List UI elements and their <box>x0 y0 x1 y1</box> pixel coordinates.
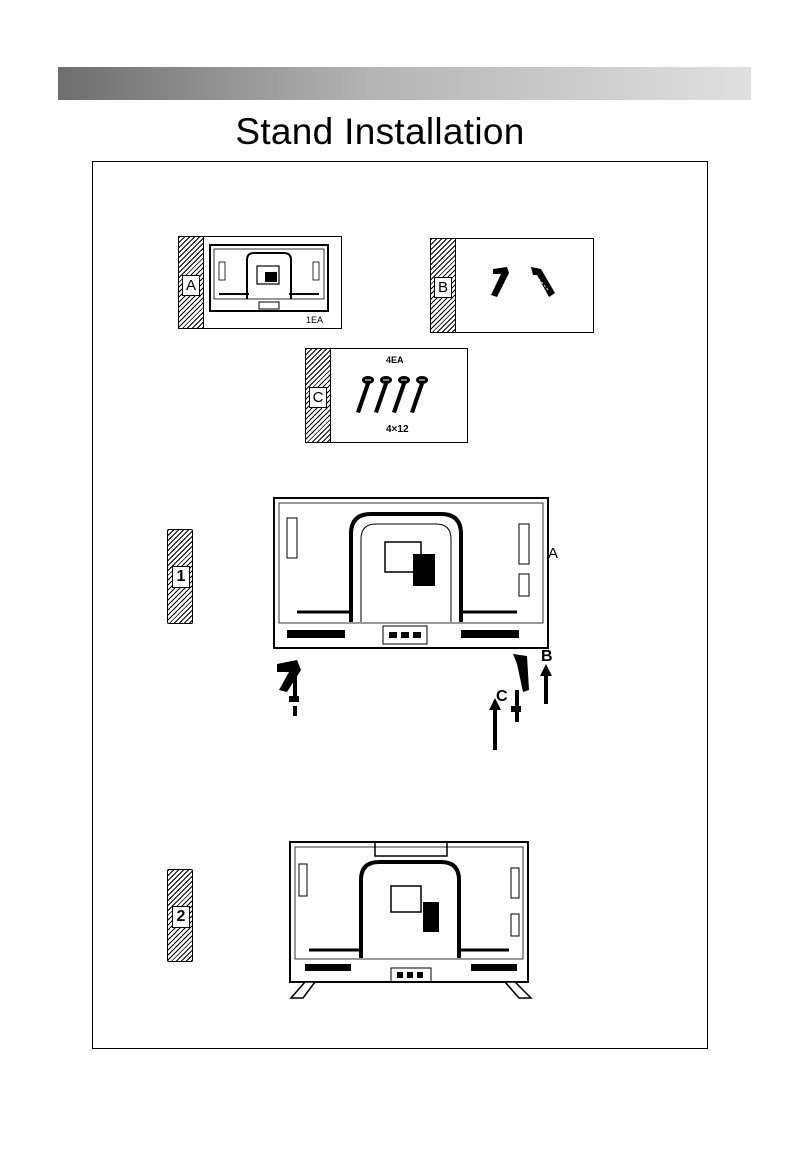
callout-a: A <box>548 545 558 562</box>
step-2-tab: 2 <box>167 869 193 962</box>
screws-icon <box>350 373 430 421</box>
part-b-letter: B <box>434 277 452 298</box>
step-1-tab: 1 <box>167 529 193 624</box>
tv-back-small-icon <box>209 244 339 314</box>
part-c-card: C 4EA 4×12 <box>305 348 468 443</box>
section-header-bar <box>58 67 751 100</box>
part-a-letter: A <box>182 275 200 296</box>
callout-b: B <box>541 648 553 666</box>
part-a-quantity: 1EA <box>306 315 323 325</box>
part-b-card: B <box>430 238 594 333</box>
part-a-card: A 1EA <box>178 236 342 329</box>
part-c-spec: 4×12 <box>386 424 409 435</box>
tv-back-step-2-illustration <box>285 838 545 1008</box>
step-2-number: 2 <box>172 906 190 928</box>
part-c-quantity: 4EA <box>386 355 404 365</box>
callout-c: C <box>496 688 508 706</box>
stand-legs-icon <box>483 261 563 311</box>
step-1-number: 1 <box>172 566 190 588</box>
part-c-letter: C <box>309 387 327 408</box>
page-title: Stand Installation <box>0 110 760 154</box>
tv-back-step-1-illustration <box>265 494 565 764</box>
